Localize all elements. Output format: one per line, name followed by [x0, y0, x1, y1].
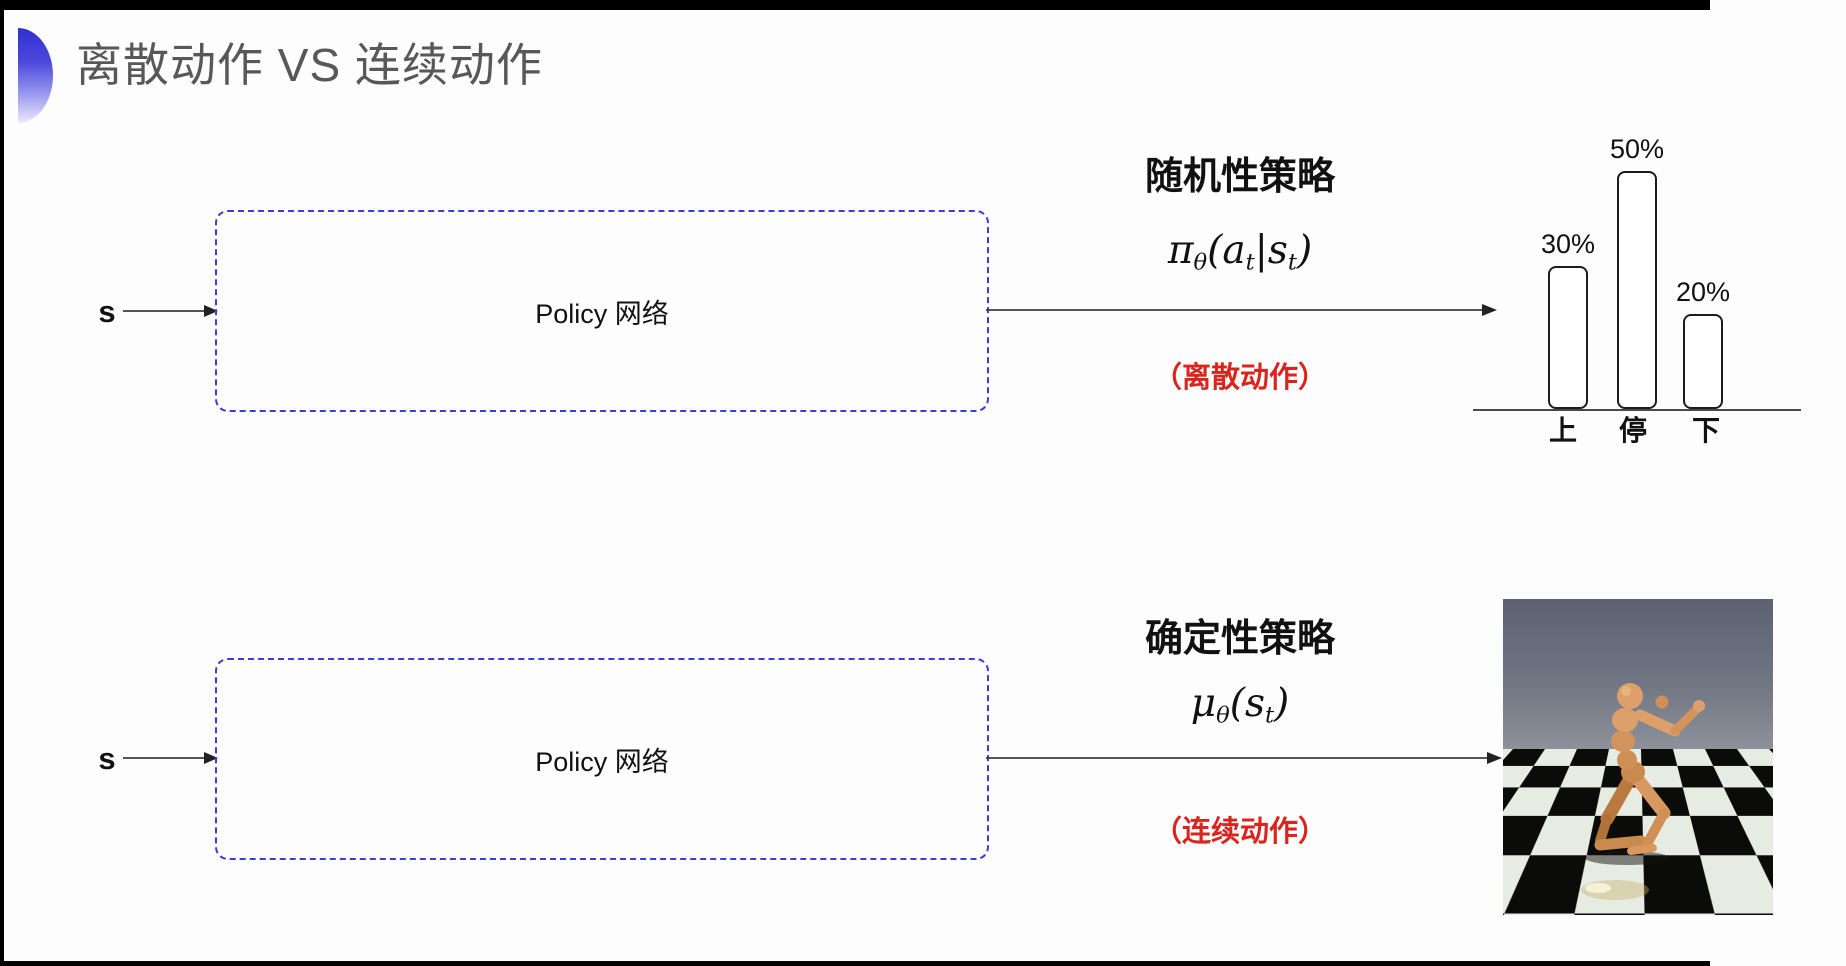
policy-type-title-bottom: 确定性策略: [1144, 618, 1335, 660]
chart-axis-line: [1473, 409, 1801, 411]
humanoid-robot: [1581, 683, 1705, 900]
page-title: 离散动作 VS 连续动作: [76, 39, 543, 91]
state-input-label-bottom: s: [98, 741, 116, 776]
formula-symbol: μ: [1190, 681, 1217, 726]
action-probability-chart: 30% 50% 20% 上 停 下: [1470, 95, 1810, 465]
policy-network-box-bottom: Policy 网络: [215, 658, 989, 860]
category-label: 下: [1691, 415, 1720, 446]
bar-value-label: 20%: [1675, 277, 1731, 307]
formula-symbol: π: [1167, 228, 1194, 273]
category-label: 上: [1548, 415, 1577, 446]
chart-bar: [1617, 171, 1657, 409]
policy-formula-bottom: μθ(st): [1190, 681, 1290, 729]
bar-value-label: 50%: [1609, 134, 1665, 164]
policy-type-title-top: 随机性策略: [1144, 156, 1335, 198]
sky-background: [1503, 599, 1773, 751]
letterbox-left: [0, 0, 4, 966]
action-type-note-top: （离散动作）: [1152, 362, 1327, 394]
policy-network-label-top: Policy 网络: [535, 298, 669, 329]
input-arrow-icon-top: [123, 305, 218, 317]
action-type-note-bottom: （连续动作）: [1152, 816, 1327, 848]
input-arrow-icon-bottom: [123, 752, 218, 764]
letterbox-bottom: [0, 961, 1710, 966]
state-input-label-top: s: [98, 294, 116, 329]
title-accent-icon: [18, 28, 53, 123]
bar-value-label: 30%: [1540, 229, 1596, 259]
chart-bar: [1683, 314, 1723, 409]
policy-network-label-bottom: Policy 网络: [535, 746, 669, 777]
chart-bar: [1548, 266, 1588, 409]
output-arrow-icon-bottom: [986, 752, 1502, 764]
policy-formula-top: πθ(at|st): [1167, 228, 1313, 276]
output-arrow-icon-top: [986, 304, 1497, 316]
humanoid-simulation-image: [1503, 599, 1773, 915]
category-label: 停: [1618, 415, 1647, 446]
letterbox-top: [0, 0, 1710, 10]
policy-network-box-top: Policy 网络: [215, 210, 989, 412]
